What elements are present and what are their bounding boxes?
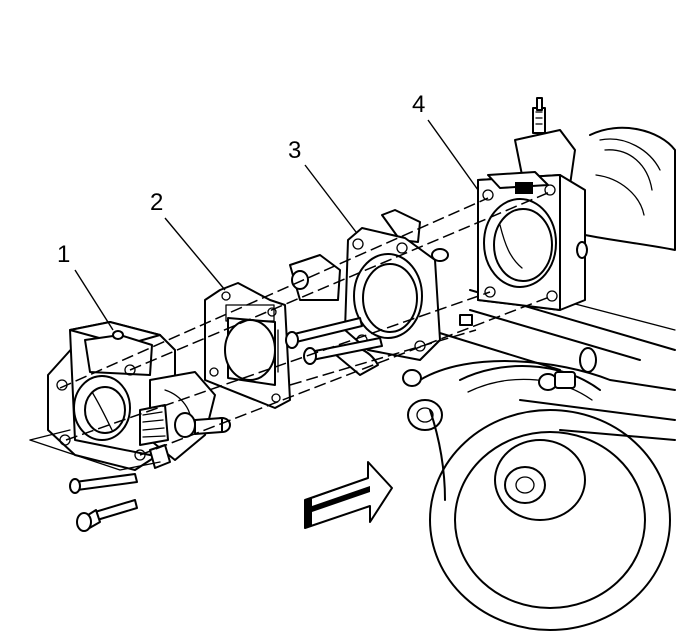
part-2-gasket	[204, 282, 291, 409]
part-4-intake-adapter	[477, 97, 588, 311]
through-bolts	[285, 317, 383, 365]
callout-3: 3	[288, 137, 301, 164]
callout-4: 4	[412, 91, 425, 118]
loose-bolts	[69, 473, 138, 532]
callout-1: 1	[57, 241, 70, 268]
alignment-lines	[59, 191, 553, 456]
arrow-icon	[304, 461, 393, 529]
engine-background	[407, 126, 676, 631]
callout-leaders	[74, 119, 479, 331]
part-1-throttle-body	[47, 321, 231, 471]
mounting-pad	[29, 429, 161, 471]
callout-2: 2	[150, 189, 163, 216]
